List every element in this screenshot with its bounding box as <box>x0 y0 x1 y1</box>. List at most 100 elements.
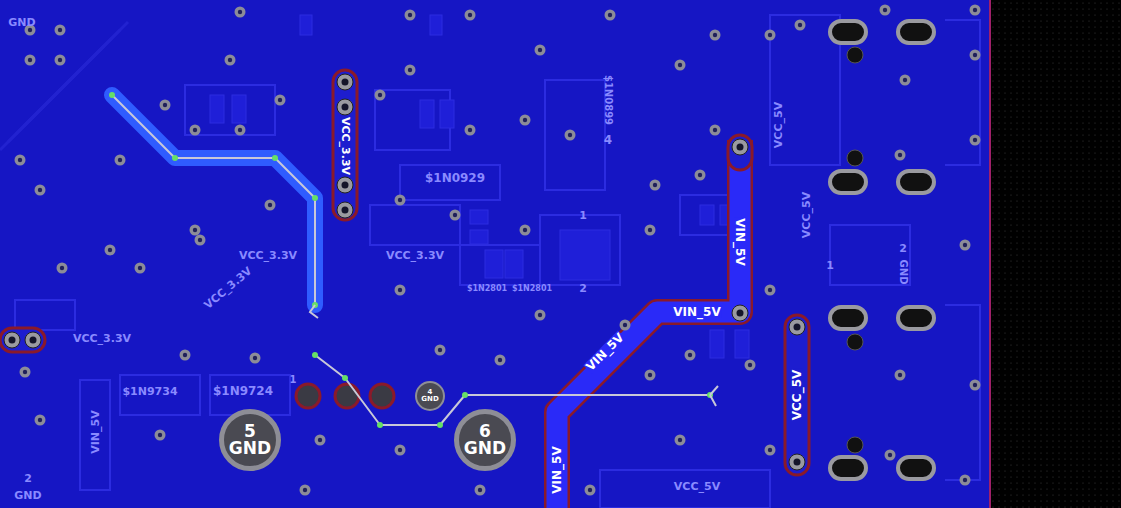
component-outline <box>370 205 460 245</box>
trace-outline <box>557 140 740 508</box>
silkscreen-label: VCC_3.3V <box>385 250 445 261</box>
component-outline <box>15 300 75 330</box>
trace-vertex <box>172 155 178 161</box>
via-hole <box>118 158 122 162</box>
header-pad <box>337 202 353 218</box>
via-hole <box>568 133 572 137</box>
via-hole <box>973 138 977 142</box>
trace-vertex <box>312 352 318 358</box>
via-hole <box>973 8 977 12</box>
ic-lead <box>88 22 128 62</box>
pad-hole <box>737 310 744 317</box>
via <box>710 125 721 136</box>
via-hole <box>768 288 772 292</box>
via <box>695 170 706 181</box>
via-hole <box>678 63 682 67</box>
via-hole <box>698 173 702 177</box>
through-hole-pad <box>335 384 359 408</box>
via <box>495 355 506 366</box>
pad-hole <box>342 79 349 86</box>
via-hole <box>523 118 527 122</box>
trace-glow <box>112 95 315 305</box>
header-pad <box>337 99 353 115</box>
header-pad <box>789 319 805 335</box>
component-outline <box>545 80 605 190</box>
via <box>135 263 146 274</box>
via-hole <box>28 58 32 62</box>
via-hole <box>303 488 307 492</box>
via-hole <box>158 433 162 437</box>
via <box>535 45 546 56</box>
silkscreen-label: $1N2801 <box>511 285 553 293</box>
via-hole <box>898 153 902 157</box>
silkscreen-label: 1 <box>578 210 588 221</box>
via-hole <box>18 158 22 162</box>
trace-vertex <box>272 155 278 161</box>
via <box>195 235 206 246</box>
via-hole <box>268 203 272 207</box>
smd-pad <box>430 15 442 35</box>
via-hole <box>378 93 382 97</box>
via <box>650 180 661 191</box>
component-outline <box>375 90 450 150</box>
oval-pad <box>898 21 934 43</box>
signal-trace <box>310 305 718 406</box>
via <box>275 95 286 106</box>
pad-hole <box>342 182 349 189</box>
via-hole <box>468 128 472 132</box>
via <box>970 5 981 16</box>
via-hole <box>193 128 197 132</box>
component-outline <box>460 245 540 285</box>
via <box>57 263 68 274</box>
via-hole <box>538 48 542 52</box>
ground-plane <box>0 0 990 508</box>
header-pad <box>4 332 20 348</box>
via <box>765 445 776 456</box>
silkscreen-label: 1 <box>289 375 298 385</box>
connector-outline <box>945 20 980 480</box>
via-hole <box>183 353 187 357</box>
smd-pad <box>470 210 488 224</box>
oval-pad <box>898 457 934 479</box>
component-outline <box>120 375 200 415</box>
via-hole <box>768 448 772 452</box>
component-outline <box>830 225 910 285</box>
via-hole <box>523 228 527 232</box>
component-outline <box>600 470 770 508</box>
via <box>20 367 31 378</box>
via-hole <box>688 353 692 357</box>
via <box>765 30 776 41</box>
via <box>15 155 26 166</box>
smd-pad <box>232 95 246 123</box>
via <box>535 310 546 321</box>
via <box>960 475 971 486</box>
via-hole <box>453 213 457 217</box>
silkscreen-label: VCC_3.3V <box>72 333 132 344</box>
header-pad <box>337 74 353 90</box>
via-hole <box>38 418 42 422</box>
via <box>605 10 616 21</box>
via-hole <box>903 78 907 82</box>
via-hole <box>398 448 402 452</box>
header-pad <box>25 332 41 348</box>
via <box>55 55 66 66</box>
via <box>235 125 246 136</box>
via <box>35 415 46 426</box>
through-hole-pad <box>296 384 320 408</box>
via <box>315 435 326 446</box>
mount-hole <box>847 334 863 350</box>
smd-pad <box>710 330 724 358</box>
pad-hole <box>794 324 801 331</box>
pad-hole <box>9 337 16 344</box>
component-outline <box>185 85 275 135</box>
pad-label: GND <box>464 440 506 457</box>
via-hole <box>163 103 167 107</box>
via <box>675 60 686 71</box>
silkscreen-label: VIN_5V <box>551 445 563 494</box>
silkscreen-label: GND <box>13 490 42 501</box>
signal-trace <box>112 95 315 305</box>
via-hole <box>198 238 202 242</box>
pad-hole <box>30 337 37 344</box>
through-hole-pad <box>370 384 394 408</box>
smd-pad <box>505 250 523 278</box>
